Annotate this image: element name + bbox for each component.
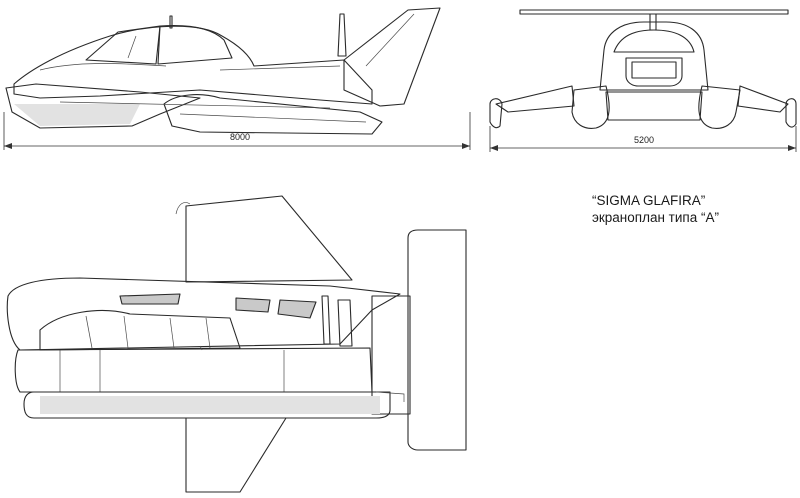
caption-block: “SIGMA GLAFIRA” экраноплан типа “A” — [592, 192, 719, 226]
top-view — [6, 195, 467, 493]
caption-subtitle: экраноплан типа “A” — [592, 210, 719, 225]
length-dimension: 8000 — [3, 112, 471, 150]
side-view — [5, 7, 441, 135]
span-dimension: 5200 — [489, 126, 797, 152]
caption-title: “SIGMA GLAFIRA” — [592, 193, 706, 208]
front-view — [489, 9, 797, 129]
length-label: 8000 — [230, 132, 250, 142]
span-label: 5200 — [634, 135, 654, 145]
